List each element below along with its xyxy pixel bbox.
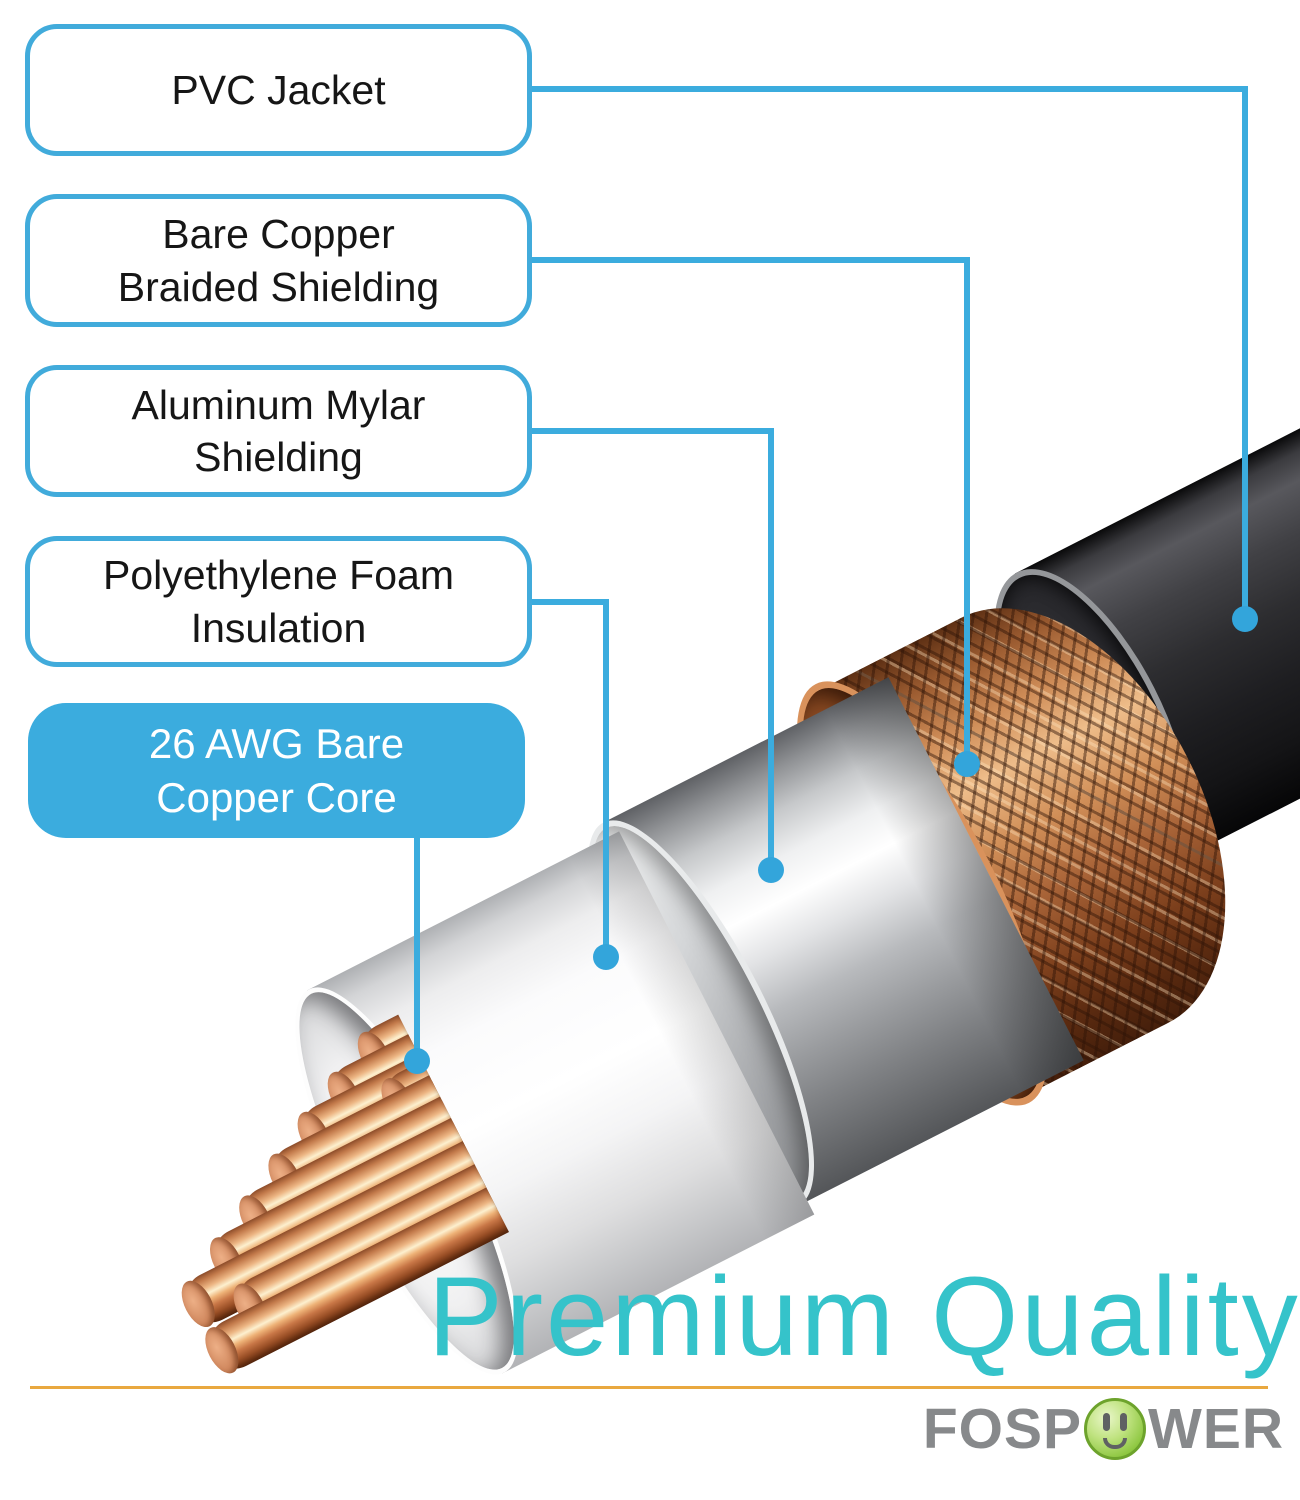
label-box-bare-copper-braided-shielding: Bare Copper Braided Shielding: [25, 194, 532, 327]
connector-dot: [954, 751, 980, 777]
brand-text-prefix: FOSP: [922, 1396, 1083, 1461]
label-text: Aluminum Mylar Shielding: [131, 381, 426, 480]
brand-text-suffix: WER: [1148, 1396, 1284, 1461]
outlet-smile: [1103, 1438, 1128, 1449]
connector-line-h: [532, 599, 609, 605]
tagline: Premium Quality: [428, 1254, 1300, 1379]
label-text: Bare Copper Braided Shielding: [117, 211, 440, 310]
divider-line: [30, 1386, 1268, 1389]
brand-logo: FOSP WER: [923, 1398, 1284, 1460]
connector-line-v: [768, 428, 774, 870]
connector-dot: [1232, 606, 1258, 632]
power-outlet-icon: [1084, 1398, 1147, 1460]
label-box-polyethylene-foam-insulation: Polyethylene Foam Insulation: [25, 536, 532, 667]
connector-dot: [758, 857, 784, 883]
label-box-copper-core: 26 AWG Bare Copper Core: [28, 703, 525, 838]
connector-dot: [404, 1048, 430, 1074]
connector-line-v: [603, 599, 609, 957]
connector-line-h: [532, 428, 774, 434]
connector-line-v: [964, 257, 970, 764]
outlet-slot: [1103, 1413, 1111, 1431]
outlet-slot: [1120, 1413, 1128, 1431]
connector-line-v: [414, 838, 420, 1061]
label-text: Polyethylene Foam Insulation: [103, 552, 454, 651]
connector-line-h: [532, 257, 970, 263]
connector-line-v: [1242, 86, 1248, 620]
label-box-pvc-jacket: PVC Jacket: [25, 24, 532, 156]
label-box-aluminum-mylar-shielding: Aluminum Mylar Shielding: [25, 365, 532, 497]
label-text: PVC Jacket: [171, 66, 386, 113]
connector-dot: [593, 944, 619, 970]
connector-line-h: [532, 86, 1248, 92]
label-text: 26 AWG Bare Copper Core: [148, 719, 405, 821]
